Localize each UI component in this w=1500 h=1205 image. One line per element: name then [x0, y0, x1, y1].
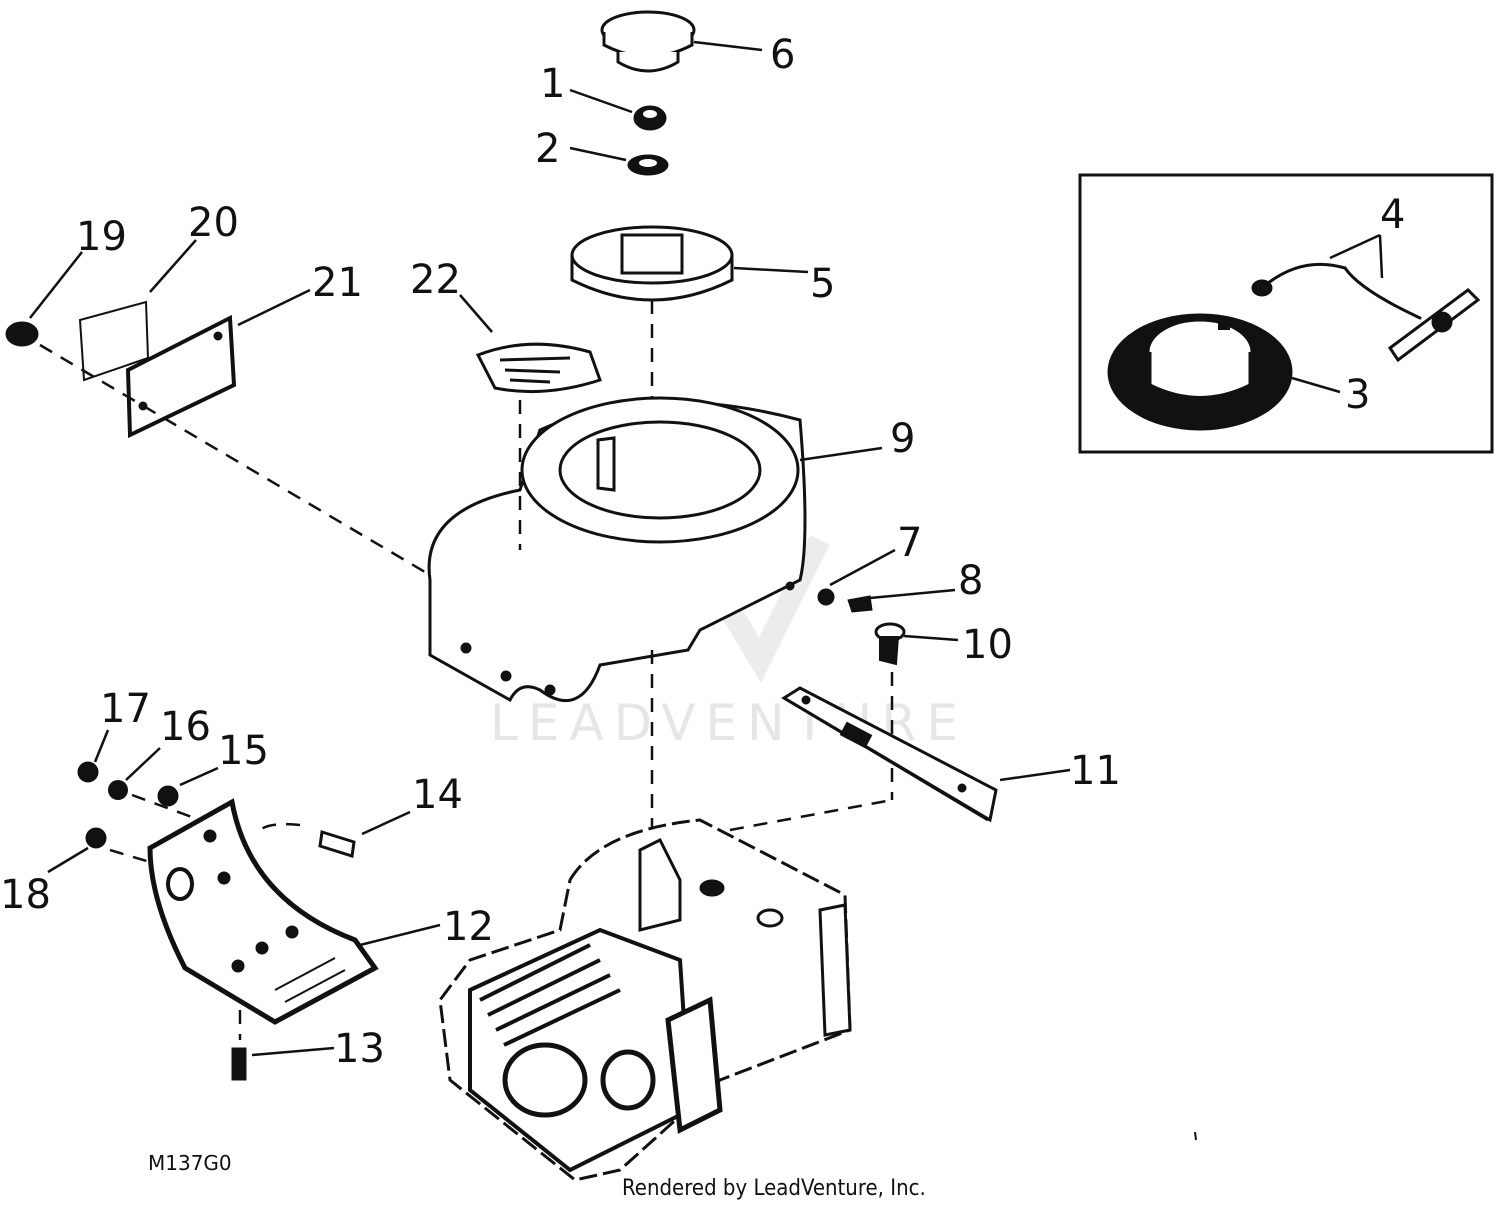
- callout-1: 1: [540, 61, 565, 107]
- inset-box: [1078, 173, 1494, 454]
- flywheel-part: [570, 225, 734, 302]
- nut-part-15: [157, 785, 179, 807]
- callout-15: 15: [218, 728, 269, 774]
- nut-part-17: [77, 761, 99, 783]
- callout-4: 4: [1380, 192, 1405, 238]
- callout-17: 17: [100, 686, 151, 732]
- retainer-clip-part: [1251, 262, 1481, 363]
- figure-id: M137G0: [148, 1151, 232, 1175]
- screw-part-8: [847, 595, 873, 613]
- shield-part-12: [147, 798, 379, 1025]
- callout-5: 5: [810, 261, 835, 307]
- callout-14: 14: [412, 772, 463, 818]
- washer-part-16: [108, 780, 128, 800]
- callout-9: 9: [890, 416, 915, 462]
- callout-13: 13: [334, 1026, 385, 1072]
- callout-labels: 1 2 3 4 5 6 7 8 9 10 11 12 13 14 15 16 1…: [0, 32, 1405, 1072]
- washer-part-7: [817, 588, 835, 606]
- screw-part-14: [318, 830, 356, 858]
- callout-18: 18: [0, 872, 51, 918]
- nut-part-18: [85, 827, 107, 849]
- callout-21: 21: [312, 260, 363, 306]
- callout-10: 10: [962, 622, 1013, 668]
- callout-3: 3: [1345, 372, 1370, 418]
- callout-11: 11: [1070, 748, 1121, 794]
- footer-credit: Rendered by LeadVenture, Inc.: [622, 1176, 926, 1201]
- callout-7: 7: [897, 520, 922, 566]
- blower-housing-part: [427, 396, 807, 703]
- callout-2: 2: [535, 126, 560, 172]
- cap-part: [600, 10, 696, 73]
- washer-part: [627, 154, 669, 176]
- bolt-part-10: [874, 622, 906, 666]
- screw-part-13: [231, 1047, 247, 1081]
- callout-16: 16: [160, 704, 211, 750]
- callout-20: 20: [188, 200, 239, 246]
- callout-12: 12: [443, 904, 494, 950]
- nut-part: [633, 105, 667, 131]
- decal-part: [475, 342, 602, 394]
- callout-8: 8: [958, 558, 983, 604]
- bracket-part-11: [781, 686, 998, 823]
- rotating-screen-part: [1107, 313, 1293, 431]
- callout-6: 6: [770, 32, 795, 78]
- callout-19: 19: [76, 214, 127, 260]
- screw-part-19: [5, 321, 39, 347]
- engine-block: [438, 818, 852, 1182]
- callout-22: 22: [410, 257, 461, 303]
